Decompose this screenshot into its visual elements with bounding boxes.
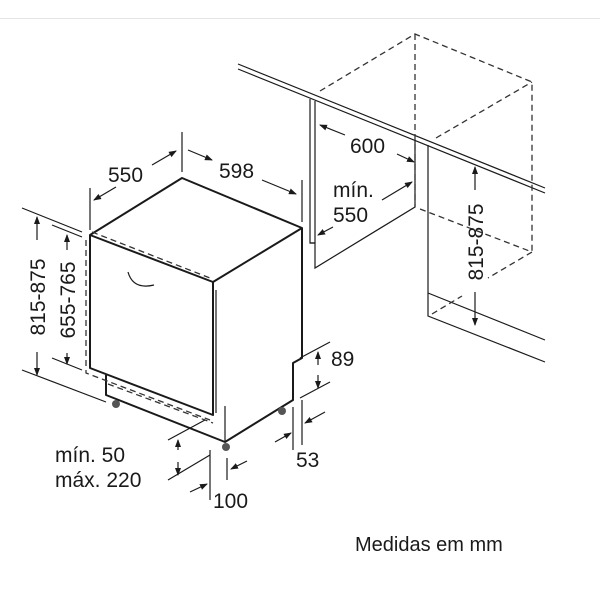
plinth-recess-label: 53 [296, 449, 319, 472]
plinth-depth-label: 100 [213, 490, 248, 513]
niche-depth-min-label: mín. [333, 179, 374, 202]
niche-width-label: 600 [350, 135, 385, 158]
units-caption: Medidas em mm [355, 534, 503, 556]
plinth-clearance-max-label: máx. 220 [55, 469, 141, 492]
door-handle-icon [127, 271, 155, 287]
niche-depth-label: 550 [333, 204, 368, 227]
dimension-lines [21, 124, 478, 500]
foot-icon [222, 443, 230, 451]
plinth-clearance-min-label: mín. 50 [55, 444, 125, 467]
top-border [0, 18, 600, 19]
cabinet-niche [237, 33, 546, 363]
appliance-width-label: 598 [219, 160, 254, 183]
niche-height-label: 815-875 [465, 203, 488, 280]
foot-icon [278, 407, 286, 415]
door-height-label: 655-765 [57, 261, 80, 338]
foot-icon [112, 400, 120, 408]
dishwasher-outline [85, 177, 303, 451]
appliance-depth-label: 550 [108, 164, 143, 187]
plinth-height-label: 89 [331, 348, 354, 371]
appliance-height-label: 815-875 [27, 258, 50, 335]
